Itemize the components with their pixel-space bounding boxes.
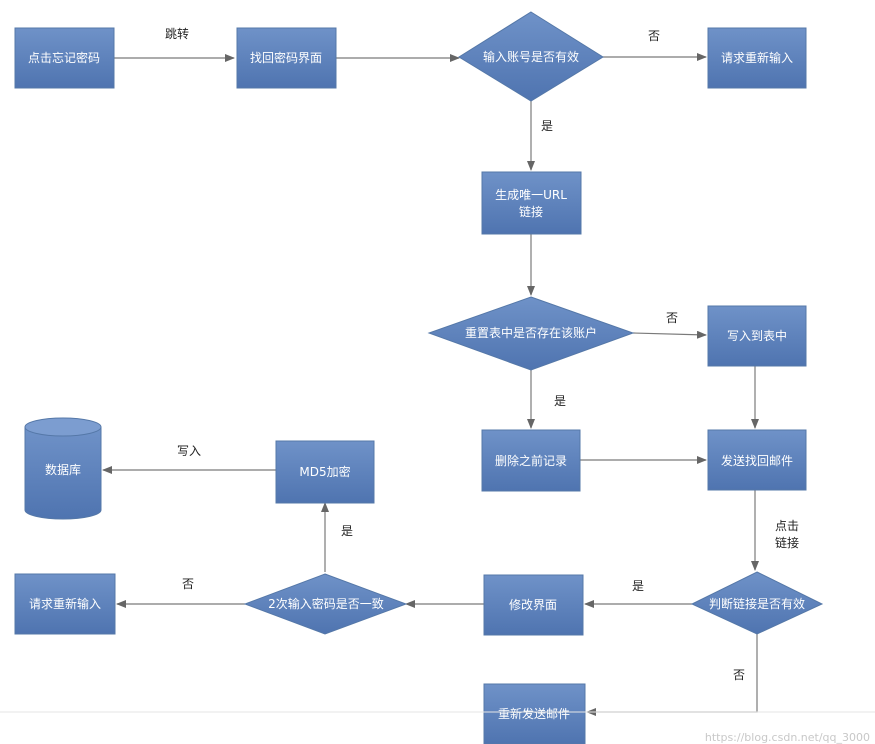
- node-link-valid-label: 判断链接是否有效: [709, 596, 805, 611]
- node-generate-url: 生成唯一URL 链接: [481, 171, 582, 235]
- node-write-table: 写入到表中: [707, 305, 807, 367]
- edge-label-yes-match: 是: [341, 524, 353, 538]
- node-resend-email: 重新发送邮件: [483, 683, 586, 744]
- node-reenter-top: 请求重新输入: [707, 27, 807, 89]
- edge-label-click-link-1: 点击: [775, 519, 799, 533]
- node-resend-email-label: 重新发送邮件: [498, 706, 570, 721]
- node-account-valid: 输入账号是否有效: [458, 11, 604, 102]
- node-forgot-password: 点击忘记密码: [14, 27, 115, 89]
- edge-label-yes-link: 是: [632, 579, 644, 593]
- edge-label-no-reset: 否: [666, 311, 678, 325]
- node-link-valid: 判断链接是否有效: [690, 571, 824, 635]
- edge-label-no-account: 否: [648, 29, 660, 43]
- node-reset-table-label: 重置表中是否存在该账户: [465, 325, 597, 340]
- node-database: 数据库: [24, 417, 102, 520]
- node-send-email: 发送找回邮件: [707, 429, 807, 491]
- edge-label-jump: 跳转: [165, 26, 189, 41]
- node-delete-previous-label: 删除之前记录: [495, 453, 567, 468]
- node-delete-previous: 删除之前记录: [481, 429, 581, 492]
- node-forgot-password-label: 点击忘记密码: [28, 50, 100, 65]
- node-send-email-label: 发送找回邮件: [721, 453, 793, 468]
- node-generate-url-label-1: 生成唯一URL: [495, 188, 567, 202]
- edge-label-no-match: 否: [182, 577, 194, 591]
- node-reenter-top-label: 请求重新输入: [721, 50, 793, 65]
- edges: [102, 53, 759, 716]
- node-account-valid-label: 输入账号是否有效: [483, 49, 579, 64]
- node-password-match: 2次输入密码是否一致: [243, 573, 408, 635]
- edge-label-yes-reset: 是: [554, 394, 566, 408]
- node-modify-page-label: 修改界面: [509, 597, 557, 612]
- node-retrieve-page-label: 找回密码界面: [250, 50, 322, 65]
- edge-label-no-link: 否: [733, 668, 745, 682]
- edge-labels: 跳转 否 是 否 是 点击 链接 是 否 否 是 写入: [165, 26, 799, 682]
- node-reset-table-has-account: 重置表中是否存在该账户: [427, 296, 635, 371]
- node-md5: MD5加密: [275, 440, 375, 504]
- edge-link-valid-to-resend: [586, 634, 758, 716]
- watermark: https://blog.csdn.net/qq_3000: [705, 731, 870, 744]
- nodes: 点击忘记密码 找回密码界面 请求重新输入 生成唯一URL 链接 写入到表中 删除…: [14, 11, 824, 744]
- node-md5-label: MD5加密: [299, 464, 350, 479]
- node-database-label: 数据库: [45, 462, 81, 477]
- edge-reset-table-to-write-table: [632, 330, 707, 339]
- edge-label-write-in: 写入: [177, 444, 201, 458]
- node-generate-url-label-2: 链接: [519, 204, 543, 219]
- node-write-table-label: 写入到表中: [727, 328, 787, 343]
- node-reenter-bottom: 请求重新输入: [14, 573, 116, 635]
- edge-label-yes-account: 是: [541, 119, 553, 133]
- node-reenter-bottom-label: 请求重新输入: [29, 596, 101, 611]
- node-retrieve-page: 找回密码界面: [236, 27, 337, 89]
- edge-label-click-link-2: 链接: [775, 535, 799, 550]
- node-modify-page: 修改界面: [483, 574, 584, 636]
- node-password-match-label: 2次输入密码是否一致: [268, 596, 384, 611]
